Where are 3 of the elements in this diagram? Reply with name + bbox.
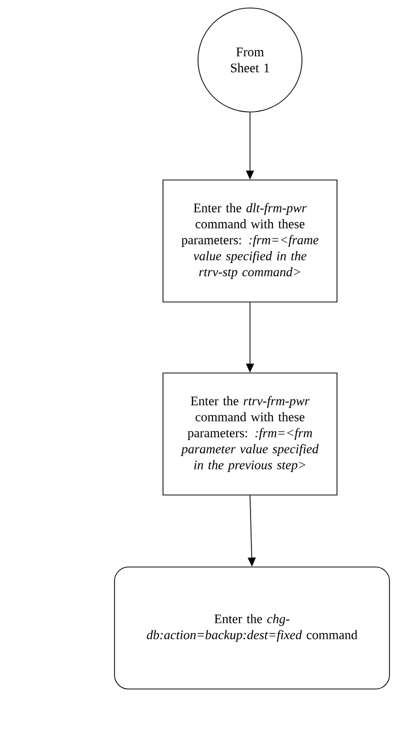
process-box: Enter the rtrv-frm-pwr command with these parameters: :frm=<frm parameter value specified in the previous step> (162, 372, 338, 496)
end-box: Enter the chg-db:action=backup:dest=fixed command (114, 566, 390, 690)
process-box: Enter the dlt-frm-pwr command with these parameters: :frm=<frame value specified in the rtrv-stp command> (162, 180, 338, 302)
